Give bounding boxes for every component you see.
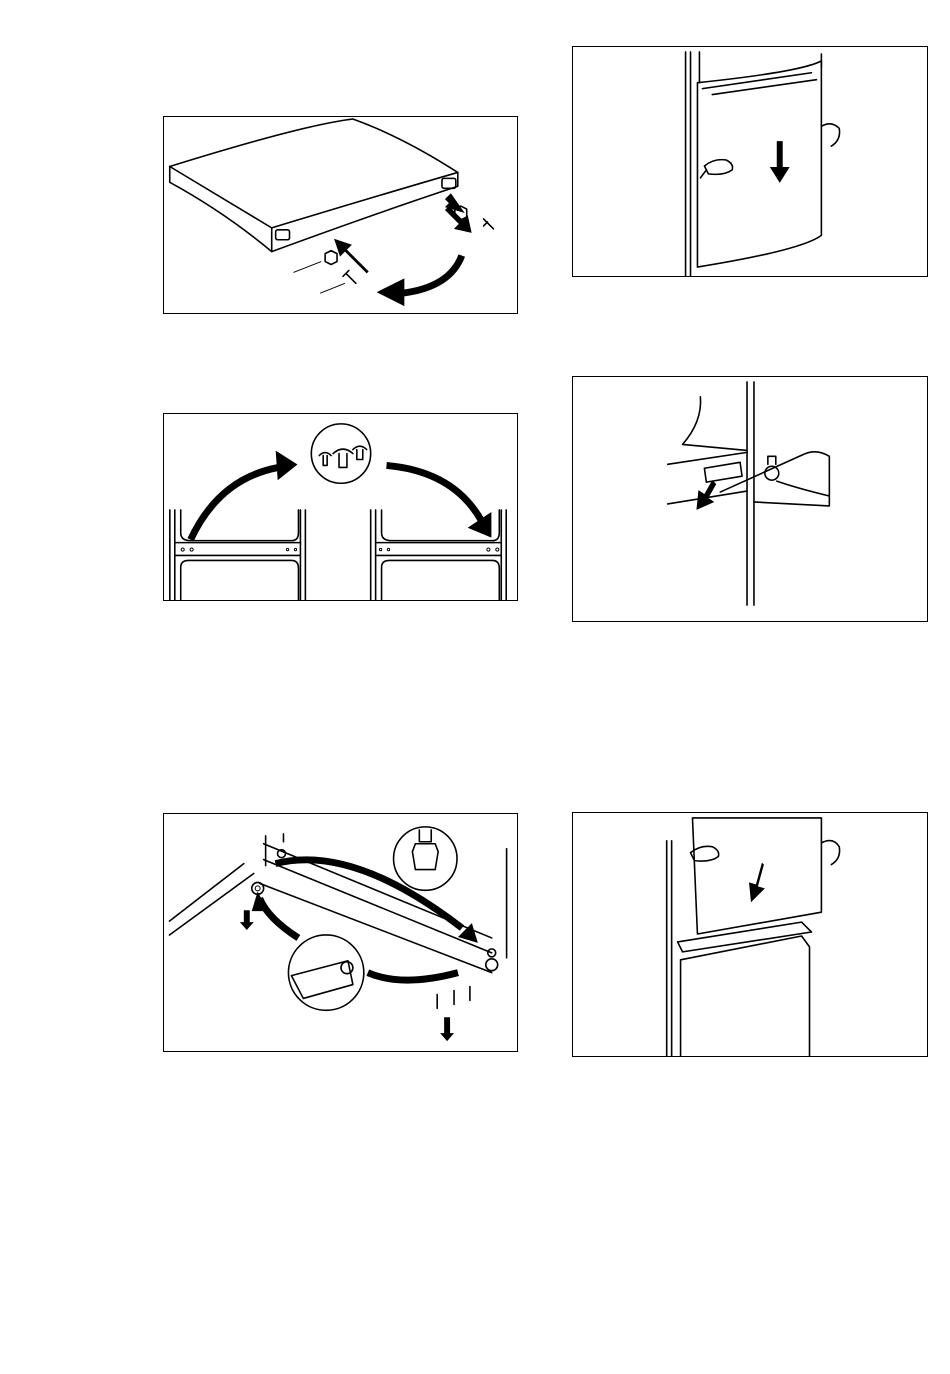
middle-hinge-screwdriver-illustration [573, 377, 927, 621]
top-cover-edge [170, 119, 458, 172]
transfer-arc-arrowhead-icon [377, 278, 405, 306]
left-foot-center [255, 886, 260, 891]
upper-door-lowering-illustration [573, 47, 927, 276]
right-cabinet-rail [376, 543, 502, 600]
top-cover-panel [170, 166, 458, 251]
upper-door-panel [697, 61, 821, 267]
hand-right-icon [821, 841, 839, 865]
bottom-hinge-swap-illustration [164, 814, 517, 1051]
detail-to-right-arc [387, 465, 482, 520]
left-to-detail-arrowhead-icon [276, 451, 298, 481]
hole-mark [286, 548, 288, 550]
middle-hinge-bracket [704, 462, 742, 482]
foot-detail-circle [394, 827, 457, 890]
screw-left [343, 270, 356, 283]
hinge-bracket-icon [291, 961, 352, 999]
lower-door-panel [681, 936, 810, 1056]
upper-door-fit-figure [572, 46, 928, 277]
hole-cover-transfer-figure [163, 413, 518, 601]
hinge-transfer-arc-left [260, 898, 299, 938]
hinge-pin-top [768, 456, 776, 464]
arrow-down-icon [749, 863, 765, 903]
right-cap-slot [442, 178, 456, 188]
right-foot [486, 959, 498, 971]
plug-detail-circle [311, 424, 370, 483]
left-to-detail-arc [191, 467, 279, 539]
hand-left-icon [700, 160, 732, 178]
arrow-down-right-icon [440, 1017, 454, 1041]
transfer-arc [402, 256, 461, 294]
leader-line [320, 283, 345, 293]
arrow-down-icon [770, 141, 790, 183]
upper-door-corner [683, 397, 747, 451]
hole-mark [294, 548, 296, 550]
adjustable-foot-icon [412, 830, 438, 870]
screwdriver-shaft [777, 481, 830, 496]
left-cabinet-rail [175, 543, 301, 600]
top-cover-hinge-cap-illustration [164, 117, 517, 313]
hinge-transfer-arc-right [368, 973, 458, 980]
plug-medium-icon [353, 446, 367, 459]
upper-door-panel [692, 818, 821, 934]
plug-large-icon [333, 449, 353, 467]
door-handle [702, 73, 816, 95]
hole-mark [181, 548, 184, 551]
middle-hinge-screw-figure [572, 376, 928, 622]
hinge-cap-left [325, 251, 337, 265]
lower-door-lowering-illustration [573, 813, 927, 1056]
hole-mark [496, 548, 499, 551]
lower-door-fit-figure [572, 812, 928, 1057]
hole-mark [487, 548, 490, 551]
hole-mark [387, 548, 389, 550]
hole-mark [190, 548, 193, 551]
hole-mark [379, 548, 381, 550]
hole-cover-plugs-illustration [164, 414, 517, 600]
arrow-insert-left-icon [334, 239, 369, 274]
left-cap-slot [276, 230, 290, 240]
leader-line [293, 262, 321, 273]
plug-small-icon [319, 453, 331, 466]
hinge-pin-icon [341, 962, 353, 974]
bottom-hinge-transfer-figure [163, 813, 518, 1052]
arrow-screw-icon [696, 480, 716, 510]
top-panel-hinge-cap-figure [163, 116, 518, 314]
cabinet-left-edge [667, 841, 672, 1056]
arrow-down-left-icon [240, 910, 254, 930]
cabinet-side-edge [747, 382, 754, 605]
hinge-screws [437, 987, 470, 1009]
screw-right [484, 219, 494, 229]
hand-right-icon [821, 124, 839, 146]
